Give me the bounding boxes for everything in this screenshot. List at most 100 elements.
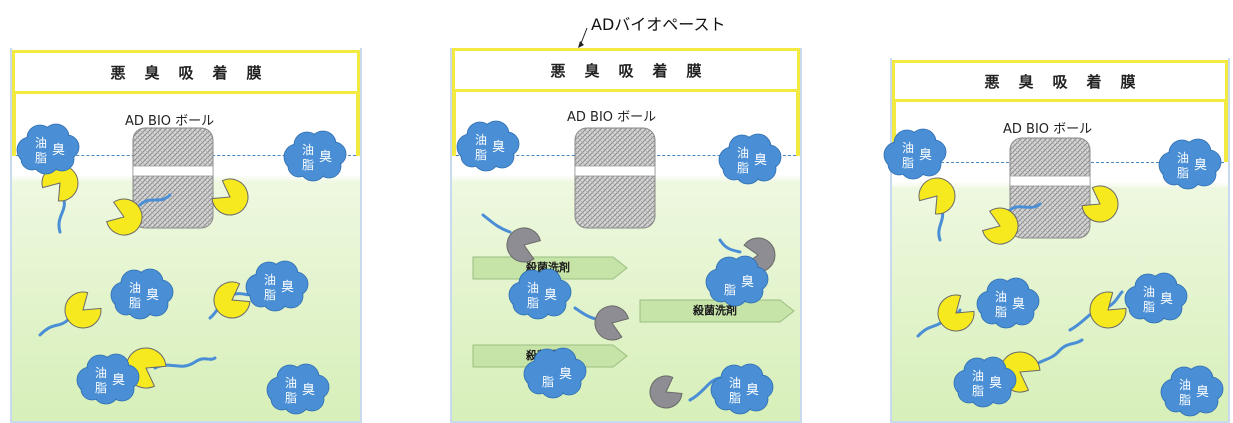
oil-fat-odor-cloud-icon: 油脂臭 [883, 128, 947, 180]
cloud-odor-text: 臭 [741, 275, 754, 290]
cloud-fat-text: 脂 [1143, 299, 1155, 314]
ad-bio-ball-label: AD BIO ボール [567, 110, 657, 125]
detergent-arrow: 殺菌洗剤 [639, 299, 795, 323]
cloud-odor-text: 臭 [492, 140, 505, 155]
membrane-label: 悪臭吸着膜 [550, 61, 721, 80]
cloud-fat-text: 脂 [995, 304, 1007, 319]
cloud-odor-text: 臭 [559, 367, 572, 382]
cloud-odor-text: 臭 [746, 383, 759, 398]
cloud-oil-text: 油 [972, 369, 984, 383]
odor-absorbing-membrane: 悪臭吸着膜 [12, 50, 360, 94]
cloud-odor-text: 臭 [319, 150, 332, 165]
oil-fat-odor-cloud-icon: 油脂臭 [76, 353, 140, 405]
oil-fat-odor-cloud-icon: 油脂臭 [1124, 272, 1188, 324]
cloud-fat-text: 脂 [729, 390, 741, 405]
tank [890, 58, 1230, 423]
bacteria-pacman-icon [41, 164, 79, 202]
cloud-oil-text: 油 [95, 366, 107, 380]
membrane-label: 悪臭吸着膜 [110, 63, 281, 82]
oil-fat-odor-cloud-icon: 油脂臭 [718, 133, 782, 185]
cloud-oil-text: 油 [737, 146, 749, 160]
cloud-fat-text: 脂 [475, 147, 487, 162]
cloud-oil-text: 油 [35, 136, 47, 150]
cloud-odor-text: 臭 [281, 280, 294, 295]
cloud-fat-text: 脂 [129, 295, 141, 310]
oil-fat-odor-cloud-icon: 油脂臭 [953, 356, 1017, 408]
pointer-arrow [578, 27, 588, 48]
oil-fat-odor-cloud-icon: 油脂臭 [508, 268, 572, 320]
cloud-odor-text: 臭 [989, 376, 1002, 391]
oil-fat-odor-cloud-icon: 油脂臭 [456, 120, 520, 172]
oil-fat-odor-cloud-icon: 油脂臭 [16, 123, 80, 175]
ad-bio-ball [1009, 137, 1091, 239]
cloud-fat-text: 脂 [972, 383, 984, 398]
cloud-odor-text: 臭 [112, 373, 125, 388]
ad-bio-ball-label: AD BIO ボール [1003, 122, 1093, 137]
oil-fat-odor-cloud-icon: 油脂臭 [1160, 365, 1224, 417]
bacteria-flagellum [718, 238, 742, 254]
membrane-label: 悪臭吸着膜 [984, 72, 1155, 91]
bacteria-flagellum [481, 213, 512, 234]
cloud-oil-text: 油 [302, 143, 314, 157]
cloud-fat-text: 脂 [902, 155, 914, 170]
cloud-odor-text: 臭 [919, 148, 932, 163]
cloud-fat-text: 脂 [724, 282, 736, 297]
oil-fat-odor-cloud-icon: 油脂臭 [245, 260, 309, 312]
oil-fat-odor-cloud-icon: 油脂臭 [110, 268, 174, 320]
top-label-ad-bio-paste: ADバイオペースト [591, 15, 726, 34]
inactive-bacteria-icon [594, 305, 630, 341]
cloud-odor-text: 臭 [1012, 297, 1025, 312]
detergent-label: 殺菌洗剤 [693, 304, 737, 317]
membrane-side-right [1224, 102, 1228, 162]
cloud-fat-text: 脂 [527, 295, 539, 310]
cloud-fat-text: 脂 [542, 374, 554, 389]
oil-fat-odor-cloud-icon: 油脂臭 [283, 130, 347, 182]
ad-bio-ball [574, 127, 656, 229]
bacteria-flagellum [138, 193, 172, 207]
membrane-side-left [452, 92, 456, 156]
cloud-odor-text: 臭 [754, 153, 767, 168]
cloud-odor-text: 臭 [1196, 385, 1209, 400]
cloud-fat-text: 脂 [737, 160, 749, 175]
cloud-oil-text: 油 [1177, 151, 1189, 165]
bacteria-flagellum [1008, 202, 1042, 212]
oil-fat-odor-cloud-icon: 油脂臭 [266, 363, 330, 415]
cloud-oil-text: 油 [1143, 285, 1155, 299]
cloud-oil-text: 油 [902, 141, 914, 155]
bacteria-pacman-icon [1081, 185, 1119, 223]
ad-bio-ball [132, 127, 214, 229]
cloud-odor-text: 臭 [1194, 158, 1207, 173]
membrane-side-right [356, 94, 360, 156]
bacteria-flagellum [1028, 338, 1084, 372]
membrane-side-left [892, 102, 896, 162]
oil-fat-odor-cloud-icon: 油脂臭 [1158, 138, 1222, 190]
cloud-odor-text: 臭 [544, 288, 557, 303]
oil-fat-odor-cloud-icon: 油脂臭 [710, 363, 774, 415]
tank [10, 48, 362, 423]
cloud-oil-text: 油 [129, 281, 141, 295]
bacteria-pacman-icon [937, 294, 975, 332]
odor-absorbing-membrane: 悪臭吸着膜 [452, 48, 800, 92]
cloud-odor-text: 臭 [1160, 292, 1173, 307]
bacteria-pacman-icon [918, 177, 956, 215]
bacteria-flagellum [153, 356, 217, 370]
cloud-oil-text: 油 [995, 290, 1007, 304]
bacteria-pacman-icon [64, 291, 102, 329]
bacteria-pacman-icon [213, 281, 251, 319]
bacteria-pacman-icon [105, 198, 143, 236]
odor-absorbing-membrane: 悪臭吸着膜 [892, 60, 1228, 102]
cloud-oil-text: 油 [475, 133, 487, 147]
bacteria-pacman-icon [211, 178, 249, 216]
inactive-bacteria-icon [506, 227, 542, 263]
cloud-fat-text: 脂 [1177, 165, 1189, 180]
membrane-side-left [12, 94, 16, 156]
oil-fat-odor-cloud-icon: 脂臭 [705, 255, 769, 307]
inactive-bacteria-icon [649, 375, 683, 409]
cloud-oil-text: 油 [1179, 378, 1191, 392]
cloud-fat-text: 脂 [95, 380, 107, 395]
ad-bio-ball-label: AD BIO ボール [125, 114, 215, 129]
cloud-oil-text: 油 [285, 376, 297, 390]
cloud-odor-text: 臭 [302, 383, 315, 398]
oil-fat-odor-cloud-icon: 脂臭 [523, 347, 587, 399]
